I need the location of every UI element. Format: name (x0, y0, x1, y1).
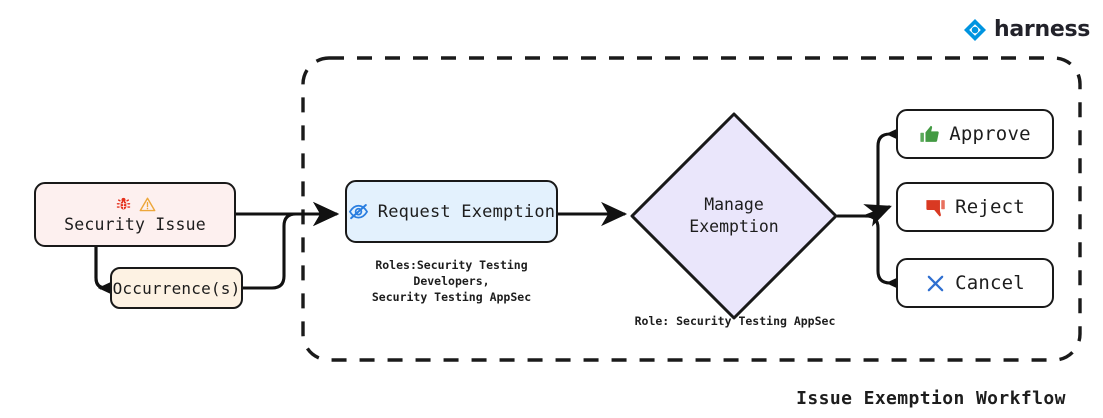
close-x-icon (925, 273, 946, 294)
harness-brand: harness (963, 18, 1090, 42)
security-issue-label: Security Issue (64, 214, 206, 234)
edge-security-issue-to-occurrences-tail (94, 245, 108, 290)
manage-exemption-role-annotation: Role: Security Testing AppSec (634, 314, 836, 328)
request-exemption-label: Request Exemption (377, 201, 556, 222)
node-approve[interactable]: Approve (896, 109, 1054, 159)
eye-off-icon (348, 201, 369, 222)
manage-exemption-diamond (630, 112, 838, 320)
manage-exemption-label: Manage Exemption (689, 195, 779, 236)
cancel-label: Cancel (955, 272, 1025, 294)
node-reject[interactable]: Reject (896, 182, 1054, 232)
warning-triangle-icon (139, 196, 156, 213)
edge-manage-to-reject (863, 204, 892, 227)
diagram-title: Issue Exemption Workflow (796, 388, 1066, 409)
brand-name: harness (994, 17, 1091, 42)
harness-diamond-logo-icon (963, 18, 987, 42)
node-request-exemption[interactable]: Request Exemption (345, 180, 558, 243)
thumbs-up-icon (919, 124, 940, 145)
occurrences-label: Occurrence(s) (112, 278, 241, 298)
security-issue-icons (115, 196, 156, 213)
edge-occurrences-to-request (241, 201, 340, 290)
node-manage-exemption[interactable]: Manage Exemption (630, 112, 838, 320)
reject-label: Reject (955, 196, 1025, 218)
exemption-scope-boundary (301, 56, 1082, 362)
approve-label: Approve (949, 123, 1031, 145)
node-security-issue[interactable]: Security Issue (34, 182, 236, 247)
thumbs-down-icon (925, 197, 946, 218)
edge-manage-to-approve (864, 121, 912, 218)
node-occurrences[interactable]: Occurrence(s) (110, 267, 243, 309)
request-exemption-roles-annotation: Roles:Security Testing Developers, Secur… (371, 258, 532, 304)
edge-manage-to-cancel (864, 214, 912, 296)
bug-icon (115, 196, 132, 213)
node-cancel[interactable]: Cancel (896, 258, 1054, 308)
